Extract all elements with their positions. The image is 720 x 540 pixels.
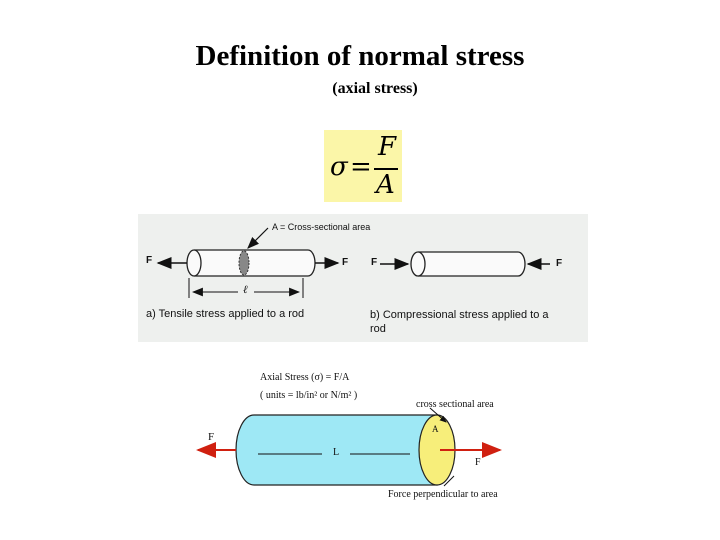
cross-section-label: cross sectional area — [416, 399, 494, 410]
rod-stress-drawing — [156, 227, 550, 298]
area-label: A = Cross-sectional area — [272, 222, 371, 232]
page-subtitle: (axial stress) — [332, 80, 418, 97]
formula-sigma: σ — [330, 152, 348, 182]
length-label: ℓ — [243, 284, 248, 296]
area-pointer — [247, 227, 269, 249]
tensile-rod — [186, 249, 316, 277]
force-label-a-left: F — [146, 255, 153, 266]
force-label-a-right: F — [342, 257, 349, 268]
stress-formula: σ = F A — [324, 130, 402, 202]
caption-compressive-2: rod — [370, 323, 386, 335]
caption-tensile: a) Tensile stress applied to a rod — [146, 308, 305, 320]
length-l-label: L — [333, 447, 340, 458]
rod-stress-figure: A = Cross-sectional area F F F F ℓ a) Te… — [138, 214, 588, 342]
compressive-rod — [410, 251, 526, 277]
axial-rod — [235, 414, 456, 486]
force-f-left-label: F — [208, 431, 215, 443]
axial-stress-equation: Axial Stress (σ) = F/A — [260, 372, 350, 383]
formula-numerator: F — [378, 132, 397, 162]
perpendicular-pointer — [443, 475, 455, 487]
cross-section-pointer — [429, 407, 447, 423]
force-f-right-label: F — [475, 457, 481, 468]
formula-equals: = — [350, 152, 372, 182]
perpendicular-label: Force perpendicular to area — [388, 489, 498, 500]
caption-compressive-1: b) Compressional stress applied to a — [370, 309, 549, 321]
formula-denominator: A — [376, 170, 395, 200]
units-text: ( units = lb/in² or N/m² ) — [260, 390, 358, 401]
formula-fraction-bar — [374, 168, 398, 170]
area-a-label: A — [432, 424, 439, 434]
force-label-b-right: F — [556, 258, 563, 269]
page-title: Definition of normal stress — [195, 40, 525, 72]
force-label-b-left: F — [371, 257, 378, 268]
